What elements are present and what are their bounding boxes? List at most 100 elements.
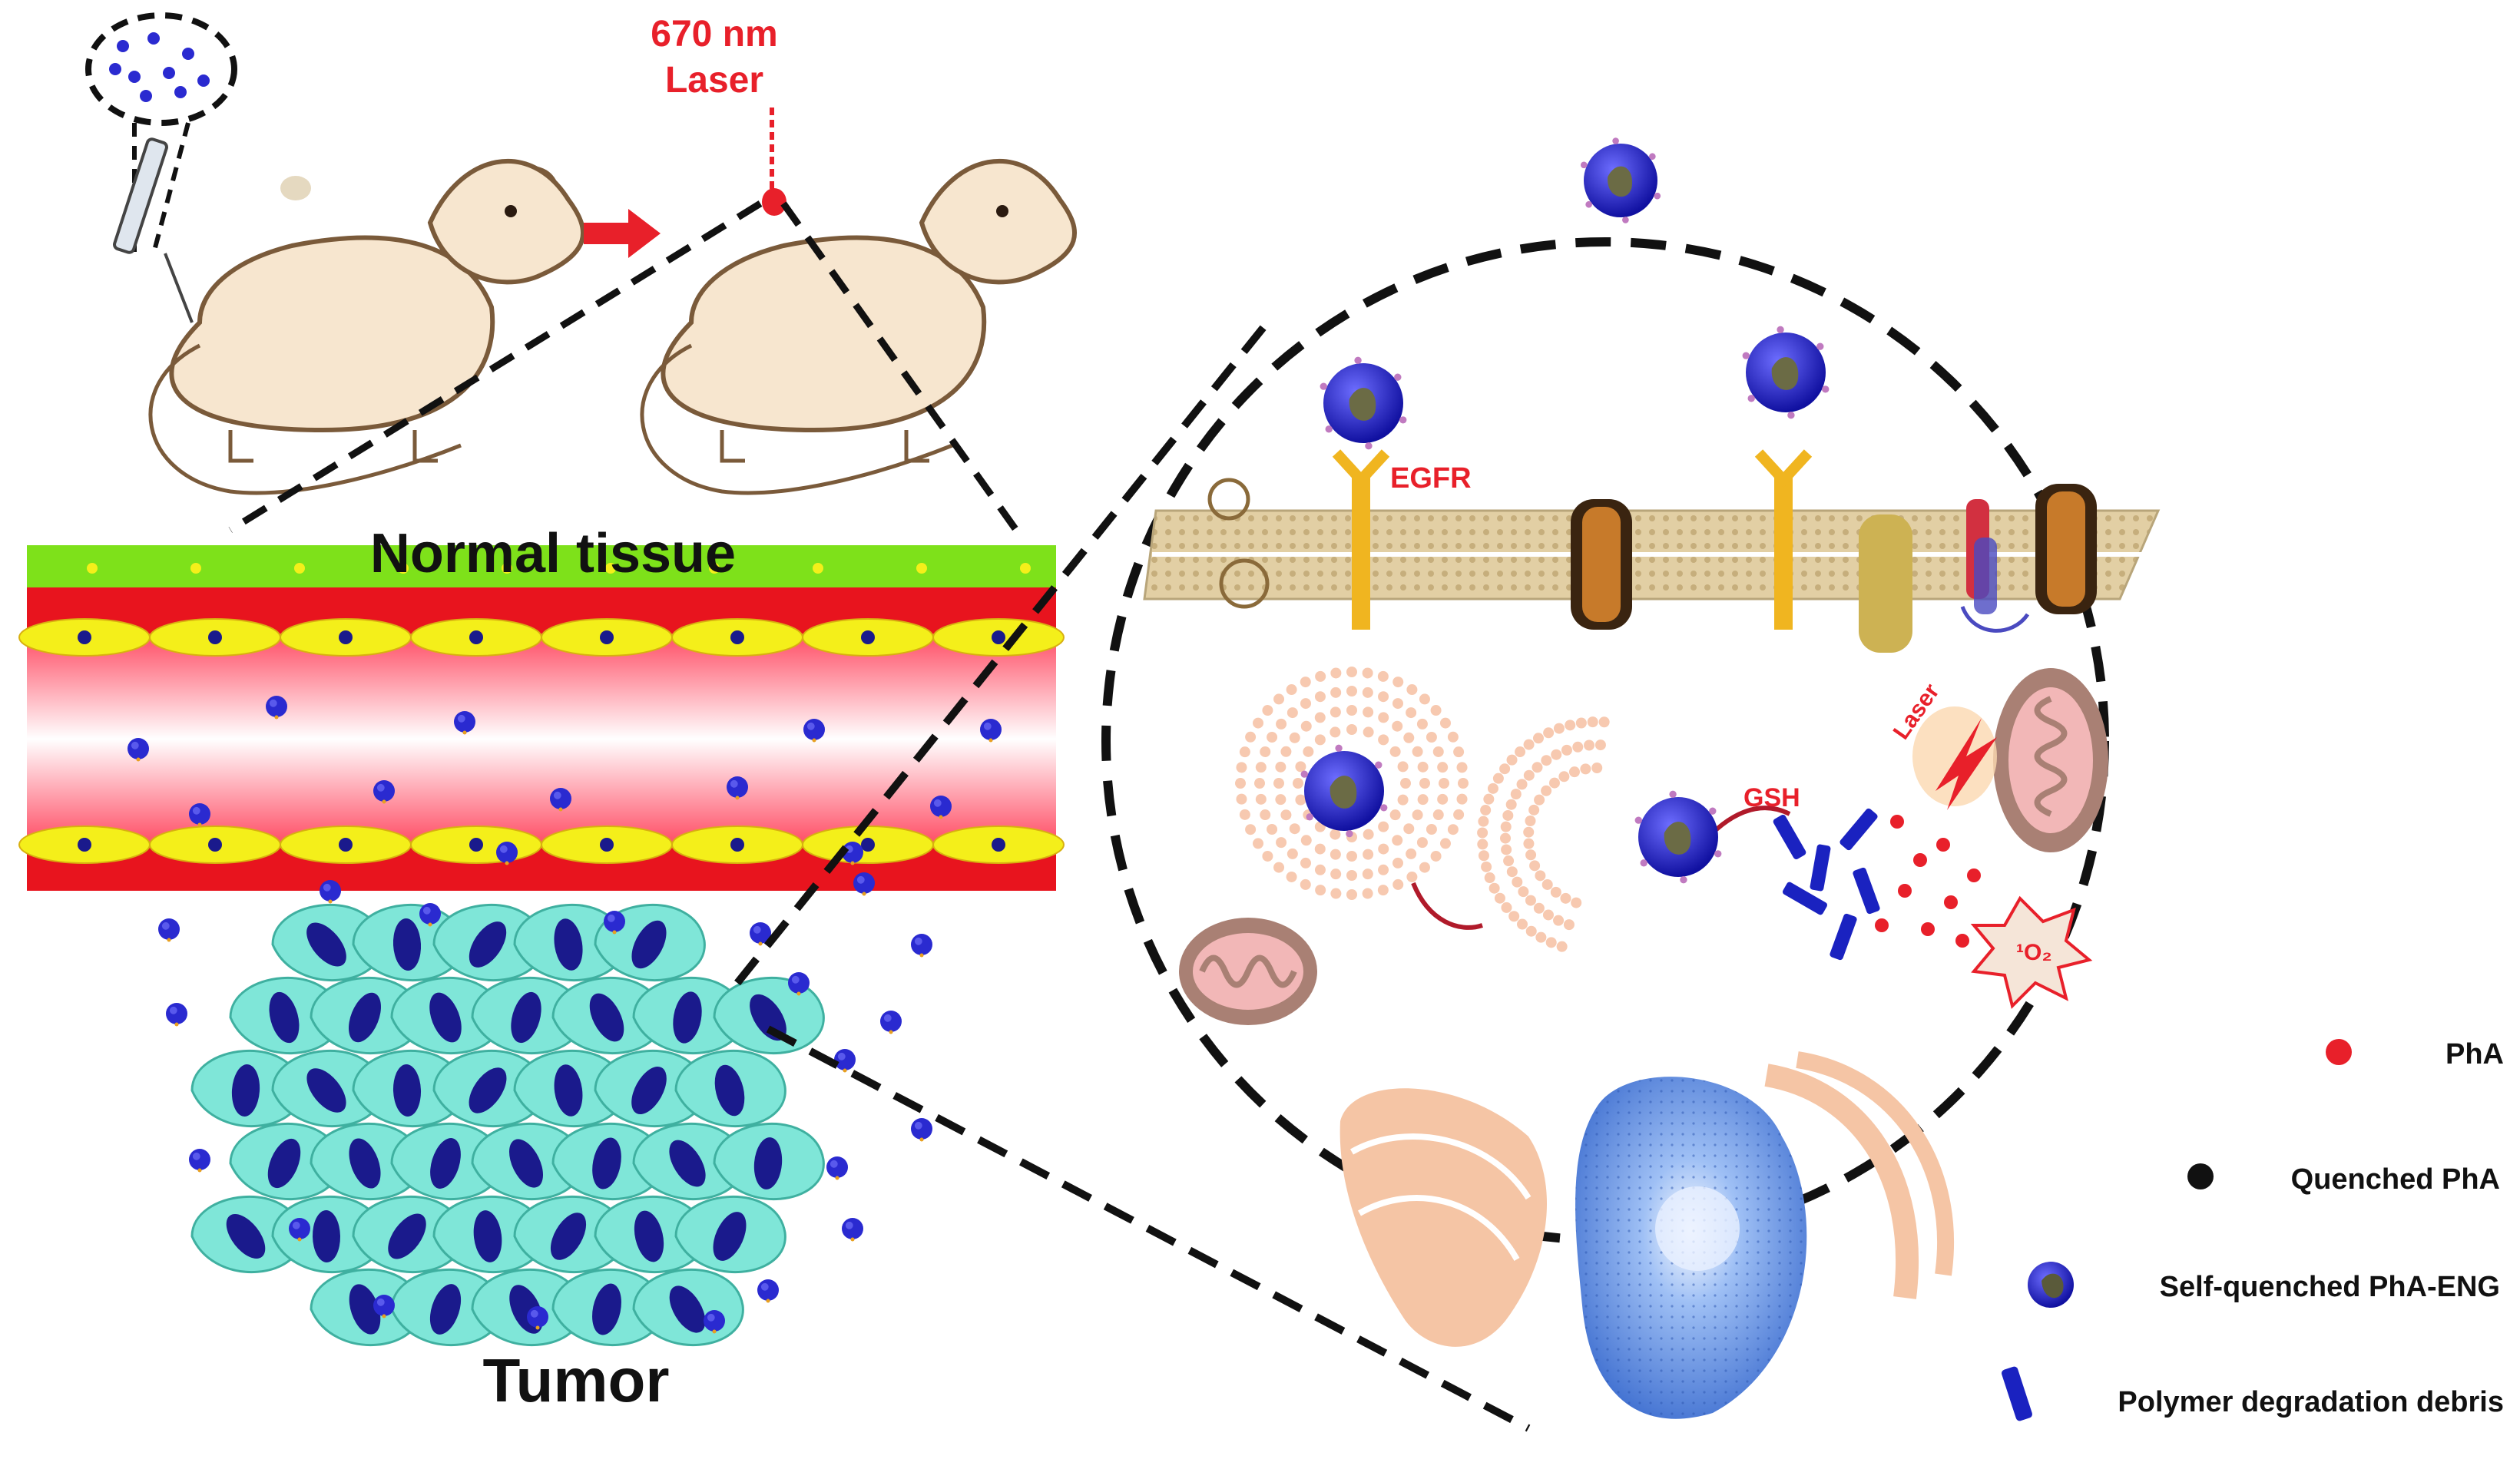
tumor-cell (713, 1122, 825, 1201)
lipid-dot (1439, 778, 1449, 789)
lipid-dot (1535, 870, 1546, 882)
egfr-receptor-2 (1754, 449, 1813, 630)
lipid-dot (1575, 717, 1587, 729)
lipid-dot (1363, 726, 1374, 738)
lipid-dot (1392, 835, 1403, 846)
lipid-dot (1362, 888, 1373, 899)
lipid-dot (1378, 821, 1389, 832)
nanoparticle (757, 1279, 779, 1303)
nanoparticle (496, 842, 518, 865)
cell-nucleus (1575, 1077, 1807, 1419)
lipid-dot (1392, 878, 1404, 890)
tumor-cell (432, 903, 545, 982)
lipid-dot (1532, 762, 1543, 773)
lipid-dot (1303, 746, 1314, 757)
mitochondrion-left (1179, 918, 1317, 1025)
endothelial-nucleus (78, 630, 91, 644)
lipid-dot (1499, 763, 1511, 775)
tumor-nucleus (392, 918, 422, 971)
tumor-cell (594, 1195, 706, 1274)
arrow-right-icon (584, 209, 661, 258)
lipid-dot (1508, 911, 1520, 922)
lipid-dot (1378, 691, 1389, 703)
endothelial-nucleus (469, 838, 483, 852)
lipid-dot (1572, 741, 1584, 753)
lipid-dot (1419, 778, 1430, 789)
lipid-dot (1525, 815, 1536, 826)
tumor-nucleus (267, 1138, 301, 1189)
mouse-irradiated (640, 158, 1078, 495)
tumor-cell (674, 1049, 786, 1128)
lipid-dot (1516, 779, 1528, 790)
tissue-dot (502, 563, 512, 574)
tumor-nucleus (349, 1284, 381, 1335)
lipid-dot (1551, 749, 1562, 760)
pha-dot (1921, 922, 1935, 936)
tumor-cell (713, 976, 825, 1055)
lipid-dot (1501, 844, 1512, 855)
lipid-dot (1484, 872, 1495, 884)
lipid-dot (1528, 804, 1540, 816)
lipid-dot (1346, 705, 1357, 716)
lipid-dot (1571, 897, 1582, 908)
lipid-dot (1275, 794, 1286, 806)
nanoparticle (853, 872, 875, 896)
lipid-dot (1516, 918, 1528, 930)
tumor-nucleus (509, 1139, 543, 1188)
injected-dot (163, 67, 175, 79)
lipid-dot (1392, 677, 1404, 688)
tumor-nucleus (312, 1210, 341, 1262)
lipid-dot (1245, 731, 1257, 743)
lipid-dot (1439, 717, 1451, 729)
lipid-dot (1300, 878, 1311, 890)
lipid-dot (1273, 778, 1284, 789)
self-quenched-nanoparticle (1320, 356, 1407, 450)
tumor-cell (471, 1122, 583, 1201)
egfr-receptor-1 (1332, 449, 1390, 630)
lipid-dot (1598, 716, 1610, 728)
lipid-dot (1412, 746, 1423, 757)
lipid-dot (1276, 837, 1287, 849)
lipid-dot (1392, 720, 1403, 732)
membrane-channel (1571, 484, 2097, 653)
lipid-dot (1550, 886, 1561, 898)
tumor-nucleus (550, 1213, 587, 1260)
lipid-dot (1565, 720, 1576, 731)
lipid-dot (1541, 878, 1553, 890)
tumor-nucleus (469, 1067, 507, 1113)
lipid-dot (1488, 882, 1500, 894)
lipid-dot (1501, 902, 1512, 913)
lipid-dot (1346, 667, 1357, 677)
nanoparticle (880, 1011, 902, 1034)
lipid-dot (1260, 746, 1271, 757)
legend-quenched-label: Quenched PhA (2291, 1163, 2500, 1196)
lipid-dot (1289, 732, 1300, 743)
tumor-nucleus (306, 922, 346, 967)
legend-self-quenched-icon (2028, 1262, 2074, 1308)
legend-pha-icon (2326, 1039, 2352, 1065)
lipid-dot (1286, 684, 1297, 696)
tumor-nucleus (634, 1210, 664, 1262)
injected-dot (140, 90, 152, 102)
lipid-dot (1400, 778, 1411, 789)
lipid-dot (1262, 705, 1273, 716)
lipid-dot (1314, 864, 1326, 875)
tumor-nucleus (469, 921, 507, 968)
tumor-cell (390, 976, 502, 1055)
tumor-nucleus (753, 1137, 783, 1189)
tumor-nucleus (226, 1214, 266, 1259)
lipid-dot (1529, 860, 1541, 872)
lipid-dot (1235, 778, 1246, 789)
lipid-dot (1300, 677, 1311, 688)
zoom-nanoparticles (1300, 137, 1830, 884)
lipid-dot (1245, 824, 1257, 835)
pha-dot (1875, 918, 1889, 932)
lipid-dot (1587, 716, 1598, 728)
lipid-dot (1430, 705, 1442, 716)
lipid-dot (1254, 778, 1265, 789)
lipid-dot (1523, 838, 1535, 849)
laser-wavelength-label: 670 nm (651, 14, 777, 55)
lipid-dot (1406, 707, 1417, 719)
debris-fragment (1830, 913, 1857, 961)
